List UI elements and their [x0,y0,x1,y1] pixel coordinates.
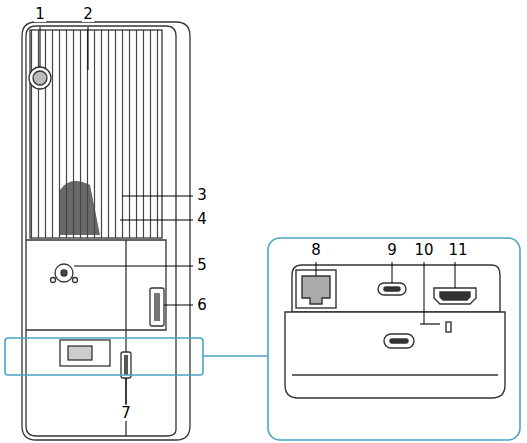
callout-number: 7 [120,405,132,421]
callout-number: 2 [82,6,94,22]
callout-number: 10 [413,242,434,258]
callout-number: 1 [34,6,46,22]
callout-number: 3 [196,187,208,203]
callout-number: 4 [196,211,208,227]
callout-number: 8 [310,242,322,258]
callout-number: 5 [196,257,208,273]
callout-number: 11 [447,242,468,258]
callout-number: 9 [386,242,398,258]
callout-number: 6 [196,297,208,313]
